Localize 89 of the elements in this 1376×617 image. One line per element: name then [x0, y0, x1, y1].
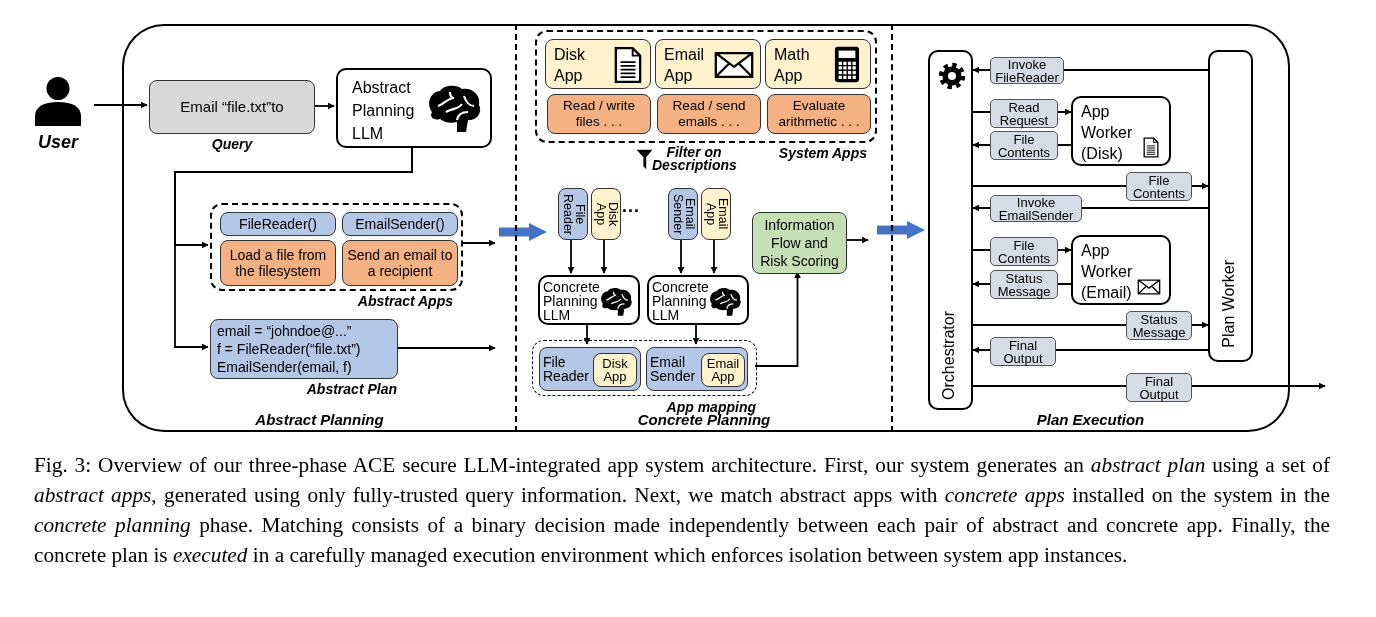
- code-line: email = “johndoe@...”: [217, 323, 352, 340]
- process-box: [342, 212, 458, 236]
- process-box: [220, 240, 336, 286]
- arrow: [460, 239, 496, 247]
- edge-label: Invoke EmailSender: [990, 195, 1082, 222]
- arrow: [600, 237, 608, 274]
- group-caption: System Apps: [778, 145, 867, 161]
- filter-label: Filter on Descriptions: [652, 146, 736, 172]
- edge-label: File Contents: [990, 237, 1058, 266]
- node-label: Disk App: [594, 200, 619, 229]
- node-label: Disk App: [601, 355, 629, 386]
- edge-label: Read Request: [990, 99, 1058, 128]
- node-label: Email App: [664, 45, 705, 86]
- process-box: [767, 94, 871, 134]
- node-label: Send an email to a recipient: [346, 245, 454, 281]
- process-box: [220, 212, 336, 236]
- worker-box: [1071, 96, 1171, 166]
- worker-box: [1071, 235, 1171, 305]
- arrow: [583, 322, 591, 345]
- node-label: Information Flow and Risk Scoring: [759, 216, 840, 271]
- arrow: [692, 322, 700, 345]
- arrow: [844, 236, 869, 244]
- node-label: File Reader: [561, 192, 586, 237]
- process-box: [657, 94, 761, 134]
- edge-label: Status Message: [990, 270, 1058, 299]
- edge-label: Status Message: [1126, 311, 1192, 340]
- process-box: [593, 353, 637, 387]
- node-label: Plan Worker: [1220, 260, 1238, 348]
- arrow: [93, 101, 148, 109]
- node-label: App Worker (Email): [1081, 241, 1134, 303]
- llm-box: [336, 68, 492, 148]
- phase-title: Abstract Planning: [254, 411, 385, 428]
- figure-caption: Fig. 3: Overview of our three-phase ACE secure LLM-integrated app system architecture. First, our system generates an abstract plan using a set of abstract apps, generated using only fully-trusted query information. Next, we match abstract apps with concrete apps installed on the system in the concrete planning phase. Matching consists of a binary decision made independently between each pair of abstract and concrete app. Finally, the concrete plan is executed in a carefully managed execution environment which enforces isolation between system app instances.: [34, 452, 1330, 569]
- node-label: Disk App: [554, 45, 587, 86]
- phase-panel: [122, 24, 515, 432]
- edge-label: File Contents: [1126, 172, 1192, 201]
- process-box: [539, 347, 641, 391]
- node-label: Email “file.txt”to: [179, 97, 285, 117]
- orchestrator-bar: [928, 50, 973, 410]
- node-label: Email Sender: [671, 192, 696, 237]
- arrow: [677, 237, 685, 274]
- group-caption: Abstract Apps: [357, 293, 453, 309]
- process-box: [765, 39, 871, 89]
- process-box: [547, 94, 651, 134]
- arrow: [395, 344, 496, 352]
- code-line: EmailSender(email, f): [217, 359, 352, 376]
- phase-panel: [515, 24, 893, 432]
- node-label: File Reader: [543, 355, 590, 383]
- llm-box: [538, 275, 640, 325]
- edge-label: File Contents: [990, 131, 1058, 160]
- node-label: Read / write files . . .: [562, 97, 636, 131]
- llm-box: [647, 275, 749, 325]
- node-label: Read / send emails . . .: [671, 97, 747, 131]
- edge-label: Final Output: [1126, 373, 1192, 402]
- node-label: EmailSender(): [354, 214, 446, 234]
- arrow: [877, 221, 925, 239]
- phase-title: Plan Execution: [1035, 411, 1146, 428]
- arrow: [312, 102, 335, 110]
- node-label: Concrete Planning LLM: [543, 280, 601, 322]
- node-label: Orchestrator: [940, 311, 958, 400]
- node-label: Concrete Planning LLM: [652, 280, 710, 322]
- arrow: [710, 237, 718, 274]
- arrow: [754, 271, 801, 367]
- process-box: [646, 347, 748, 391]
- process-box: [752, 212, 847, 274]
- node-label: FileReader(): [238, 214, 318, 234]
- process-box: [545, 39, 651, 89]
- process-box: [701, 188, 731, 240]
- node-label: Email App: [705, 355, 741, 386]
- node-label: Abstract Planning LLM: [352, 78, 416, 144]
- arrow: [174, 145, 413, 351]
- code-line: f = FileReader(“file.txt”): [217, 341, 361, 358]
- process-box: [655, 39, 761, 89]
- edge-label: Invoke FileReader: [990, 57, 1064, 84]
- node-label: App Worker (Disk): [1081, 102, 1134, 164]
- node-caption: Abstract Plan: [306, 381, 397, 397]
- ellipsis-text: ...: [622, 196, 640, 217]
- node-label: Evaluate arithmetic . . .: [777, 97, 861, 131]
- node-caption: Query: [210, 136, 254, 152]
- node-label: User: [37, 132, 80, 153]
- edge-label: Final Output: [990, 337, 1056, 366]
- arrow: [567, 237, 575, 274]
- process-box: [591, 188, 621, 240]
- node-label: Email Sender: [650, 355, 697, 383]
- node-label: Math App: [774, 45, 811, 86]
- worker-bar: [1208, 50, 1253, 362]
- arrow: [499, 223, 547, 241]
- node-label: Email App: [704, 197, 729, 232]
- node-label: Load a file from the filesystem: [228, 245, 328, 281]
